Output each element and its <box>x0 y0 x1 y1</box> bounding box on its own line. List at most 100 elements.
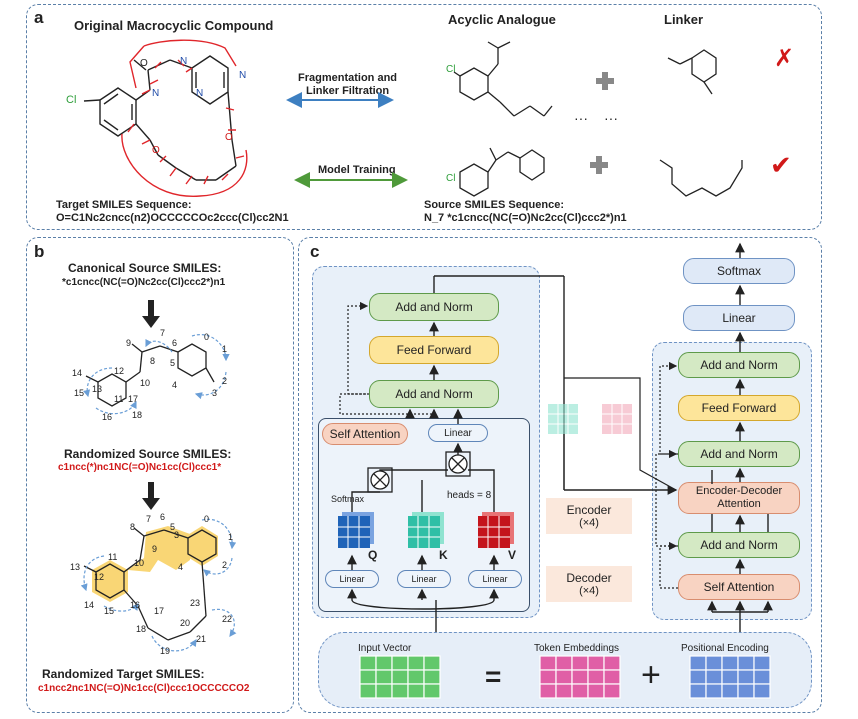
randomized-target-smiles: c1ncc2nc1NC(=O)Nc1cc(Cl)ccc1OCCCCCO2 <box>38 683 250 694</box>
encoder-repeat: (×4) <box>579 517 599 529</box>
linker-2 <box>659 159 743 197</box>
v-tensor <box>478 512 514 548</box>
acyclic-analogue-2 <box>459 147 545 197</box>
v-label: V <box>508 548 517 562</box>
decoder-add-norm-low: Add and Norm <box>678 532 800 558</box>
svg-text:10: 10 <box>140 378 150 388</box>
randomized-target-title: Randomized Target SMILES: <box>42 667 205 681</box>
svg-text:10: 10 <box>134 558 144 568</box>
plus-icons <box>590 72 614 174</box>
atom-o3-main: O <box>225 132 233 143</box>
acyclic-analogue-title: Acyclic Analogue <box>448 12 556 27</box>
target-smiles-label: Target SMILES Sequence: <box>56 199 192 211</box>
kv-tensors-passed <box>548 404 632 434</box>
input-vector-grid <box>359 655 441 699</box>
panel-a <box>26 4 822 230</box>
panel-b <box>26 237 294 713</box>
q-tensor <box>338 512 374 548</box>
svg-text:8: 8 <box>130 522 135 532</box>
decoder-linear: Linear <box>683 305 795 331</box>
svg-text:19: 19 <box>160 646 170 656</box>
encoder-arrows <box>347 275 678 632</box>
otimes-icons <box>370 454 468 490</box>
enc-dec-attention-line1: Encoder-Decoder <box>695 485 783 497</box>
fragmentation-label-2: Linker Filtration <box>306 85 390 97</box>
encoder-add-norm-mid: Add and Norm <box>369 380 499 408</box>
softmax-frame-1 <box>367 467 393 493</box>
svg-text:9: 9 <box>152 544 157 554</box>
decoder-self-attention: Self Attention <box>678 574 800 600</box>
svg-text:9: 9 <box>126 338 131 348</box>
panel-c <box>298 237 822 713</box>
equals-sign: = <box>485 661 502 692</box>
decoder-add-norm-top: Add and Norm <box>678 352 800 378</box>
decoder-label: Decoder <box>566 571 612 585</box>
decoder-repeat: (×4) <box>579 585 599 597</box>
svg-text:7: 7 <box>146 514 151 524</box>
svg-text:12: 12 <box>114 366 124 376</box>
svg-text:21: 21 <box>196 634 206 644</box>
svg-text:20: 20 <box>180 618 190 628</box>
softmax-label: Softmax <box>331 494 365 504</box>
decoder-residual <box>655 361 678 589</box>
k-label: K <box>439 548 448 562</box>
macrocycle-structure <box>83 55 237 181</box>
svg-text:3: 3 <box>212 388 217 398</box>
decoder-feed-forward: Feed Forward <box>678 395 800 421</box>
source-smiles-value: N_7 *c1cncc(NC(=O)Nc2cc(Cl)ccc2*)n1 <box>424 212 627 224</box>
linear-v: Linear <box>468 570 522 588</box>
svg-text:1: 1 <box>228 532 233 542</box>
original-compound-title: Original Macrocyclic Compound <box>74 18 274 33</box>
source-smiles-label: Source SMILES Sequence: <box>424 199 564 211</box>
encoder-add-norm-top: Add and Norm <box>369 293 499 321</box>
svg-text:12: 12 <box>94 572 104 582</box>
svg-text:0: 0 <box>204 332 209 342</box>
svg-text:2: 2 <box>222 376 227 386</box>
svg-text:14: 14 <box>72 368 82 378</box>
q-label: Q <box>368 548 378 562</box>
input-vector-label: Input Vector <box>358 643 412 654</box>
svg-text:7: 7 <box>160 328 165 338</box>
svg-text:14: 14 <box>84 600 94 610</box>
decoder-block <box>652 342 812 620</box>
token-embeddings-label: Token Embeddings <box>534 643 620 654</box>
encoder-label-box: Encoder (×4) <box>546 498 632 534</box>
svg-text:17: 17 <box>128 394 138 404</box>
svg-text:2: 2 <box>222 560 227 570</box>
atom-o-main: O <box>140 58 148 69</box>
atom-cl-main: Cl <box>66 94 77 106</box>
svg-text:3: 3 <box>174 530 179 540</box>
randomized-source-smiles: c1ncc(*)nc1NC(=O)Nc1cc(Cl)ccc1* <box>58 462 222 473</box>
acyclic-analogue-1 <box>453 41 553 117</box>
cross-icon: ✗ <box>774 45 795 72</box>
svg-text:4: 4 <box>172 380 177 390</box>
red-cut-marks <box>121 39 248 197</box>
atom-nh-main: N <box>180 56 187 67</box>
atom-n2-ring-main: N <box>196 88 203 99</box>
canonical-title: Canonical Source SMILES: <box>68 261 222 275</box>
svg-text:5: 5 <box>170 358 175 368</box>
positional-encoding-grid <box>689 655 771 699</box>
model-training-label: Model Training <box>318 164 396 176</box>
k-tensor <box>408 512 444 548</box>
svg-text:15: 15 <box>104 606 114 616</box>
atom-n-ring-main: N <box>239 70 246 81</box>
decoder-arrows <box>707 242 773 632</box>
encoder-feed-forward: Feed Forward <box>369 336 499 364</box>
decoder-add-norm-mid: Add and Norm <box>678 441 800 467</box>
atom-cl-acyclic-2: Cl <box>446 173 456 184</box>
svg-text:22: 22 <box>222 614 232 624</box>
svg-text:11: 11 <box>108 552 117 562</box>
heads-label: heads = 8 <box>447 490 492 501</box>
molecule-2-highlight <box>92 526 218 602</box>
encoder-label: Encoder <box>566 503 612 517</box>
svg-text:13: 13 <box>70 562 80 572</box>
canonical-smiles: *c1cncc(NC(=O)Nc2cc(Cl)ccc2*)n1 <box>62 277 226 288</box>
enc-dec-attention-line2: Attention <box>717 498 761 510</box>
encoder-self-attention: Self Attention <box>322 423 408 445</box>
ellipsis-2: ··· <box>604 110 618 126</box>
panel-b-arrows <box>142 300 160 510</box>
svg-text:11: 11 <box>114 394 123 404</box>
